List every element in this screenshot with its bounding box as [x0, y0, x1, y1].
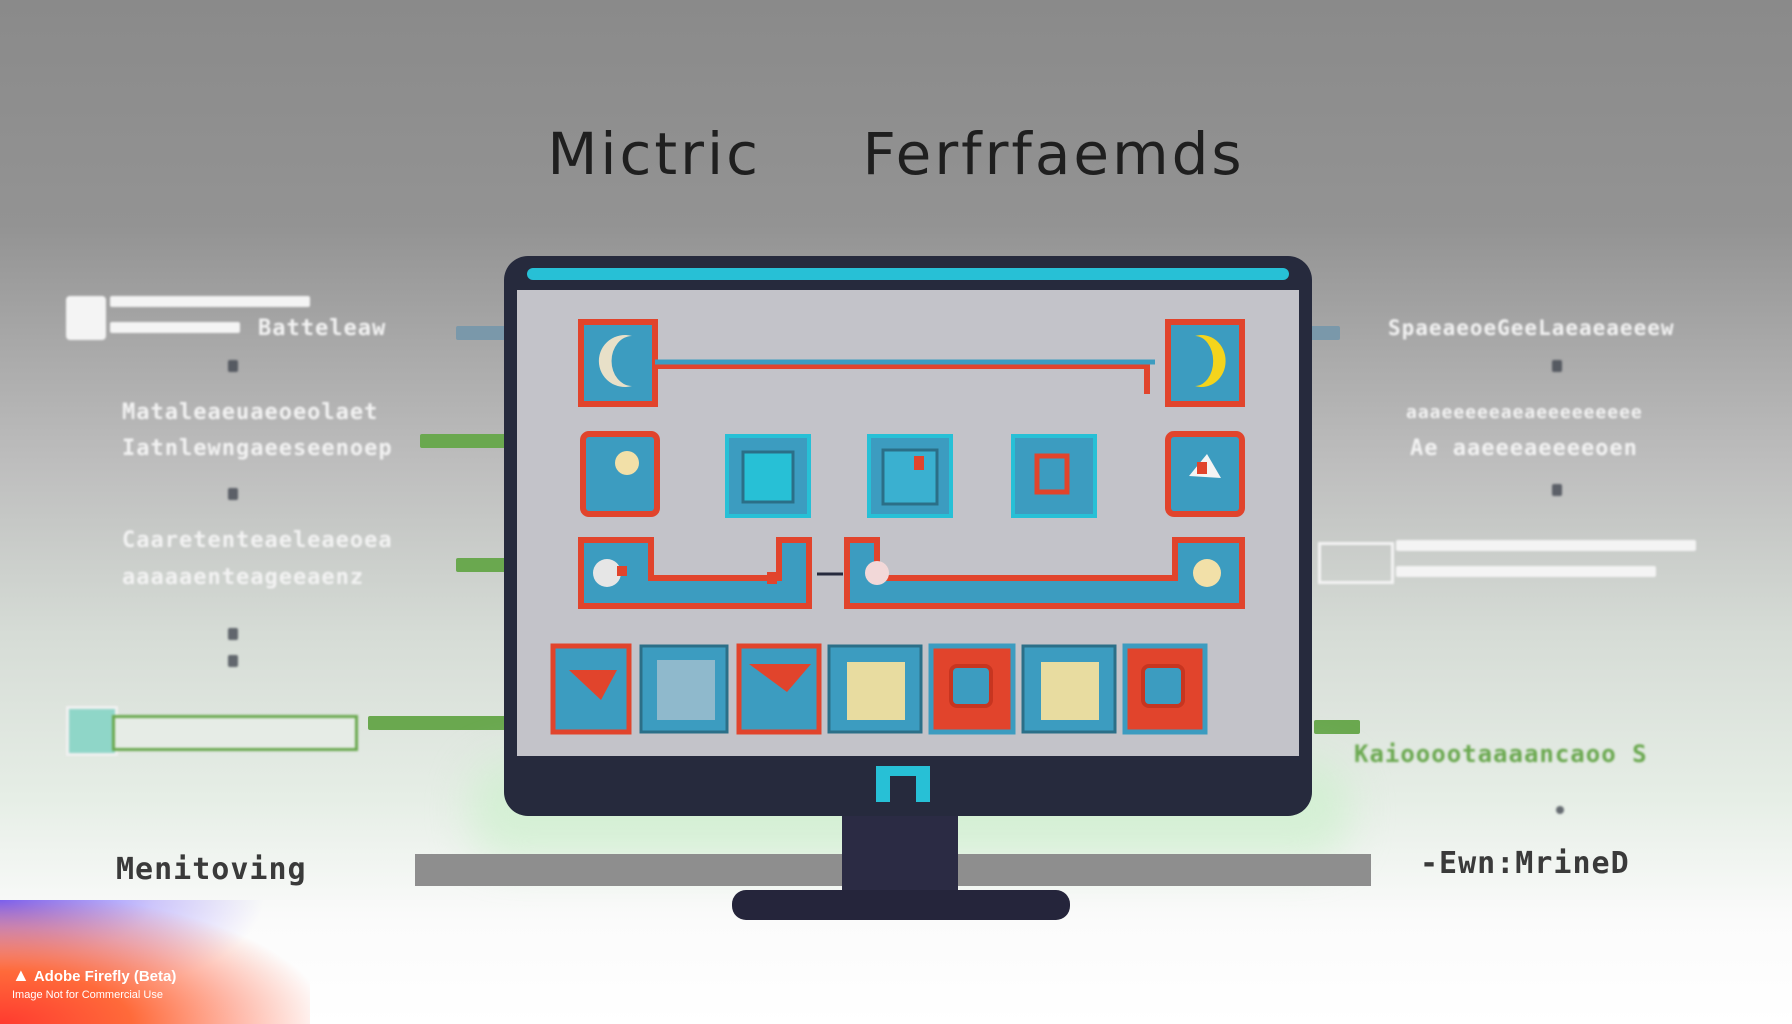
- page-title: Mictric Ferfrfaemds: [0, 120, 1792, 188]
- left-dot-4: [228, 655, 238, 667]
- left-dot-2: [228, 488, 238, 500]
- firefly-watermark-title: ▲Adobe Firefly (Beta): [12, 965, 177, 985]
- right-dot-1: [1552, 360, 1562, 372]
- right-label-1: SpaeaeoeGeeLaeaeaeeew: [1388, 316, 1675, 340]
- left-label-5: aaaaaenteageeaenz: [122, 565, 365, 590]
- power-logo-icon: [876, 766, 930, 802]
- right-dot-2: [1552, 484, 1562, 496]
- connector-right-2: [1314, 720, 1360, 734]
- sun-icon: [615, 451, 639, 475]
- title-word-1: Mictric: [547, 120, 762, 188]
- right-label-2: aaaeeeeeaeaeeeeeeeee: [1406, 402, 1643, 423]
- right-box-icon: [1318, 542, 1394, 584]
- right-dot-3: [1556, 806, 1564, 814]
- moon-icon: [598, 335, 632, 387]
- monitor-foot: [732, 890, 1070, 920]
- left-line-2: [110, 322, 240, 333]
- gear-icon: [66, 296, 106, 340]
- moon-icon-yellow: [1195, 335, 1226, 387]
- screen-dashboard: [550, 319, 1245, 735]
- connector-left-4: [368, 716, 506, 730]
- progress-icon: [66, 706, 118, 756]
- left-progress-bar: [112, 715, 358, 751]
- monitor-stand: [842, 800, 958, 900]
- firefly-watermark-subtitle: Image Not for Commercial Use: [12, 989, 163, 1001]
- right-line-1: [1396, 540, 1696, 551]
- right-label-4: Kaiooootaaaancaoo S: [1354, 740, 1648, 768]
- title-word-2: Ferfrfaemds: [862, 120, 1245, 188]
- connector-left-2: [420, 434, 512, 448]
- monitor-top-bar: [527, 268, 1289, 280]
- adobe-logo-icon: ▲: [12, 965, 30, 985]
- left-label-4: Caaretenteaeleaeoea: [122, 528, 393, 553]
- top-row: [578, 319, 1245, 407]
- left-label-1: Batteleaw: [258, 316, 387, 341]
- left-label-2: Mataleaeuaeoeolaet: [122, 400, 379, 425]
- right-line-2: [1396, 566, 1656, 577]
- right-label-3: Ae aaeeeaeeeeoen: [1410, 436, 1638, 461]
- left-dot-1: [228, 360, 238, 372]
- left-dot-3: [228, 628, 238, 640]
- firefly-gradient: [0, 900, 310, 1024]
- third-row: [578, 537, 1245, 609]
- bottom-left-label: Menitoving: [116, 852, 307, 887]
- bottom-right-label: -Ewn:MrineD: [1420, 846, 1630, 881]
- middle-row: [580, 431, 1245, 518]
- left-label-3: Iatnlewngaeeseenoep: [122, 436, 393, 461]
- left-line-1: [110, 296, 310, 307]
- bottom-row: [550, 643, 1208, 735]
